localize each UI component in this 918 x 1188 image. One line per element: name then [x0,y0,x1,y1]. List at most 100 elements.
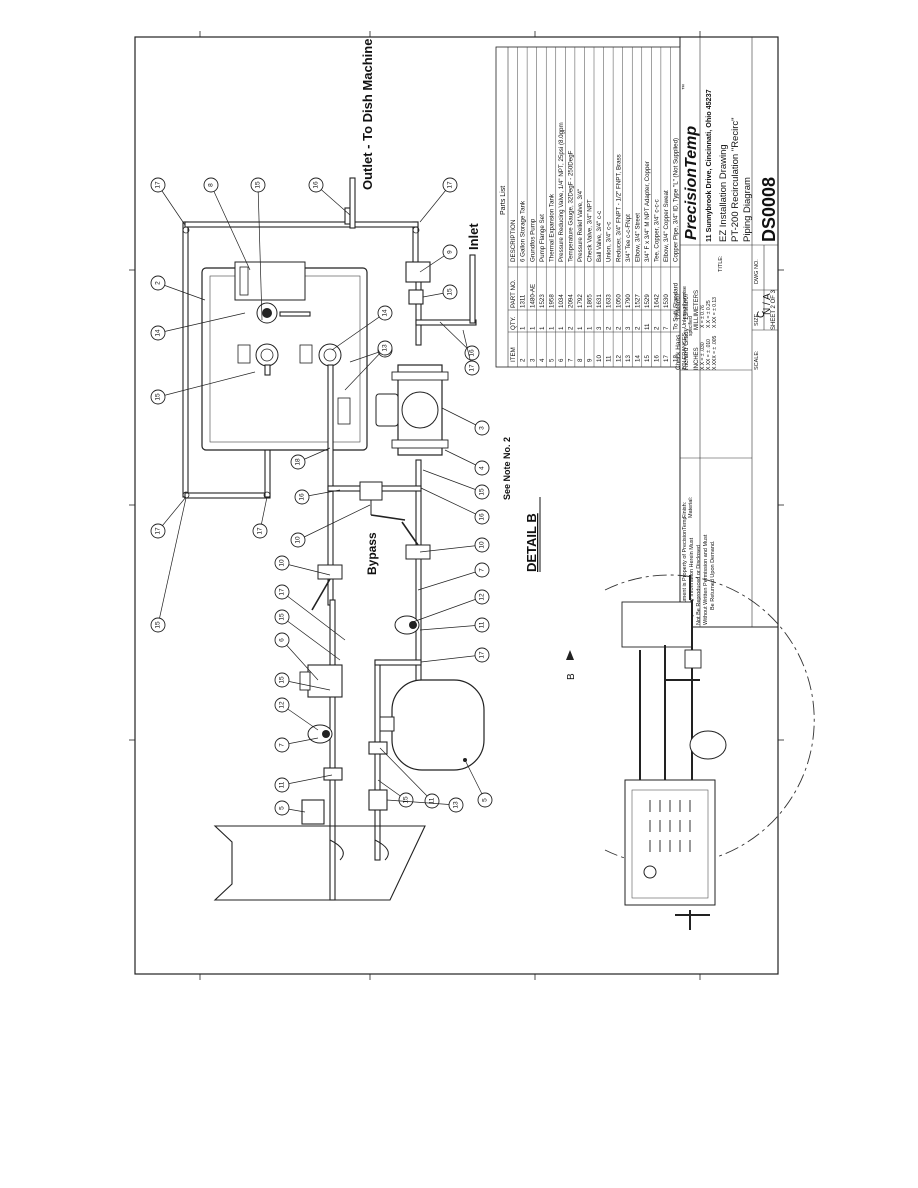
table-cell: 1 [577,326,584,330]
callout-circle [448,797,464,813]
callout-leader [257,184,263,321]
callout-circle [477,792,493,808]
tee-13 [368,789,388,811]
tol-inch-3: X.XXX = ± .005 [712,335,718,370]
callout-number: 15 [403,796,410,804]
checked-date: 13/Mar/07 [684,292,690,320]
table-cell: 1633 [606,294,613,308]
callout-circle [398,792,414,808]
dwg-number-label: DWG NO. [754,259,760,284]
callout-leader [157,371,256,398]
table-cell: 1 [587,326,594,330]
callout-bubble: 2 [150,275,206,301]
callout-circle [150,177,166,193]
callout-leader [281,639,319,681]
callout-leader [281,774,333,786]
callout-circle [150,617,166,633]
callout-circle [250,177,266,193]
trademark-mark: ™ [681,84,688,90]
table-cell: 4 [539,358,546,362]
callout-bubble: 16 [294,489,341,505]
callout-circle [424,793,440,809]
table-cell: 8 [577,358,584,362]
tol-mm-2: X.X = ± 0.25 [706,300,712,328]
callout-number: 17 [469,364,476,372]
table-cell: Union, 3/4" c-c [606,222,613,262]
temperature-gauge-7a [307,724,333,744]
callout-number: 15 [479,488,486,496]
callout-leader [315,184,351,216]
table-cell: Elbow, 3/4" Copper Sweat [663,190,670,262]
callout-number: 11 [279,781,286,788]
callout-leader [210,184,251,271]
table-cell: To Suit [673,311,680,330]
callout-circle [474,647,490,663]
callout-bubble: 12 [409,589,490,624]
callout-circle [274,632,290,648]
callout-number: 5 [279,806,286,810]
callout-leader [157,184,186,226]
callout-circle [474,562,490,578]
table-cell: 3/4" F x 3/4" M NPT Adapter, Copper [644,161,651,262]
table-cell: 1 [558,326,565,330]
callout-bubble: 16 [439,321,480,361]
callout-number: 11 [479,621,486,628]
callout-circle [294,489,310,505]
callout-number: 7 [279,743,286,747]
callout-bubble: 10 [290,504,371,548]
table-cell: 1311 [520,294,527,308]
table-cell: 15 [644,355,651,362]
scale-value: N / A [762,293,773,315]
callout-circle [252,523,268,539]
callout-number: 13 [382,344,389,352]
notice-line-3: Not Be Reproduced or Disclosed [696,545,702,625]
callout-leader [419,544,483,553]
notice-line-5: Be Returned Upon Demand. [710,540,716,610]
table-cell: Pressure Reducing Valve, 1/4" NPT, 25psi… [558,122,565,262]
detail-marker-arrow [566,650,574,660]
callout-bubble: 17 [150,177,186,226]
table-cell: 3 [529,358,536,362]
callout-bubble: 11 [274,774,333,793]
callout-bubble: 17 [420,647,490,663]
union-11a [323,767,343,781]
callout-bubble: 16 [308,177,351,216]
callout-number: 17 [479,651,486,659]
thermal-expansion-tank [379,679,485,771]
finish-label: Finish: [682,501,688,518]
callout-circle [274,672,290,688]
callout-circle [274,800,290,816]
table-cell: 1050 [615,294,622,308]
adapter-fitting [408,289,424,305]
checked-by: Richard Grady [683,327,690,370]
callout-leader [344,347,386,391]
callout-circle [377,305,393,321]
callout-number: 15 [447,288,454,296]
parts-list-title: Parts List [500,186,507,215]
callout-circle [274,777,290,793]
see-note-label: See Note No. 2 [502,437,512,500]
callout-bubble: 16 [420,487,490,525]
storage-tank [201,261,368,451]
table-cell: 2 [634,326,641,330]
table-cell: 1631 [596,294,603,308]
callout-circle [464,360,480,376]
callout-number: 15 [279,676,286,684]
callout-circle [274,697,290,713]
tolerances-label: TOLERANCES - Unless otherwise [682,286,688,370]
callout-bubble: 3 [441,407,490,436]
dwg-number: DS0008 [759,177,779,242]
table-cell: 3/4" Tee c-c-FNpt [625,214,632,262]
callout-circle [203,177,219,193]
outlet-pipe-stub [349,177,356,229]
size-label: SIZE [754,313,760,326]
units-inches: INCHES [694,347,700,370]
callout-bubble: 6 [274,632,319,681]
callout-circle [290,532,306,548]
callout-circle [442,177,458,193]
callout-leader [281,562,331,576]
temperature-gauge-7b [394,615,420,635]
callout-bubble: 17 [462,329,480,376]
callout-bubble: 5 [274,800,306,816]
callout-bubble: 4 [444,449,490,476]
